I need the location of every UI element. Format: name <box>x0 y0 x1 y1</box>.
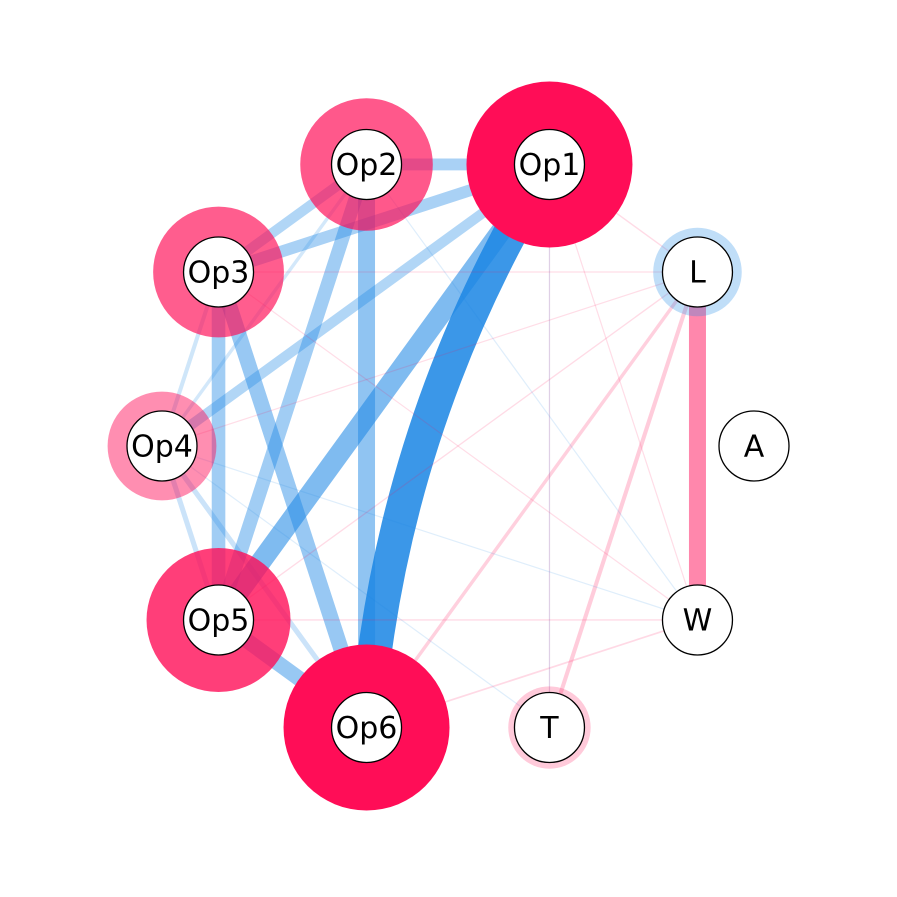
edge-l-op6 <box>365 271 699 729</box>
edge-op2-op5 <box>212 162 373 623</box>
node-op5 <box>182 584 255 656</box>
node-label-op5: Op5 <box>188 603 250 638</box>
edge-t-op4 <box>161 445 550 728</box>
node-l <box>661 236 734 308</box>
node-label-op4: Op4 <box>131 430 193 465</box>
edge-l-op5 <box>218 271 698 621</box>
node-label-w: W <box>683 603 713 638</box>
node-label-a: A <box>744 430 765 465</box>
node-label-op3: Op3 <box>188 256 250 291</box>
node-label-t: T <box>539 711 559 746</box>
node-op6 <box>330 691 403 764</box>
edge-l-t <box>547 271 700 729</box>
node-op4 <box>126 410 198 482</box>
node-label-op2: Op2 <box>336 148 398 183</box>
node-w <box>661 584 734 656</box>
node-label-l: L <box>689 256 706 291</box>
edge-l-op4 <box>161 271 698 447</box>
edge-w-op3 <box>218 271 698 621</box>
node-label-op1: Op1 <box>519 148 581 183</box>
edge-op4-w <box>161 445 698 621</box>
node-op2 <box>330 128 403 201</box>
node-op3 <box>182 236 255 308</box>
edge-op1-op5 <box>210 158 558 626</box>
edge-op2-w <box>366 164 698 621</box>
node-a <box>718 410 790 482</box>
node-op1 <box>513 128 586 201</box>
node-label-op6: Op6 <box>336 711 398 746</box>
node-t <box>513 691 586 764</box>
